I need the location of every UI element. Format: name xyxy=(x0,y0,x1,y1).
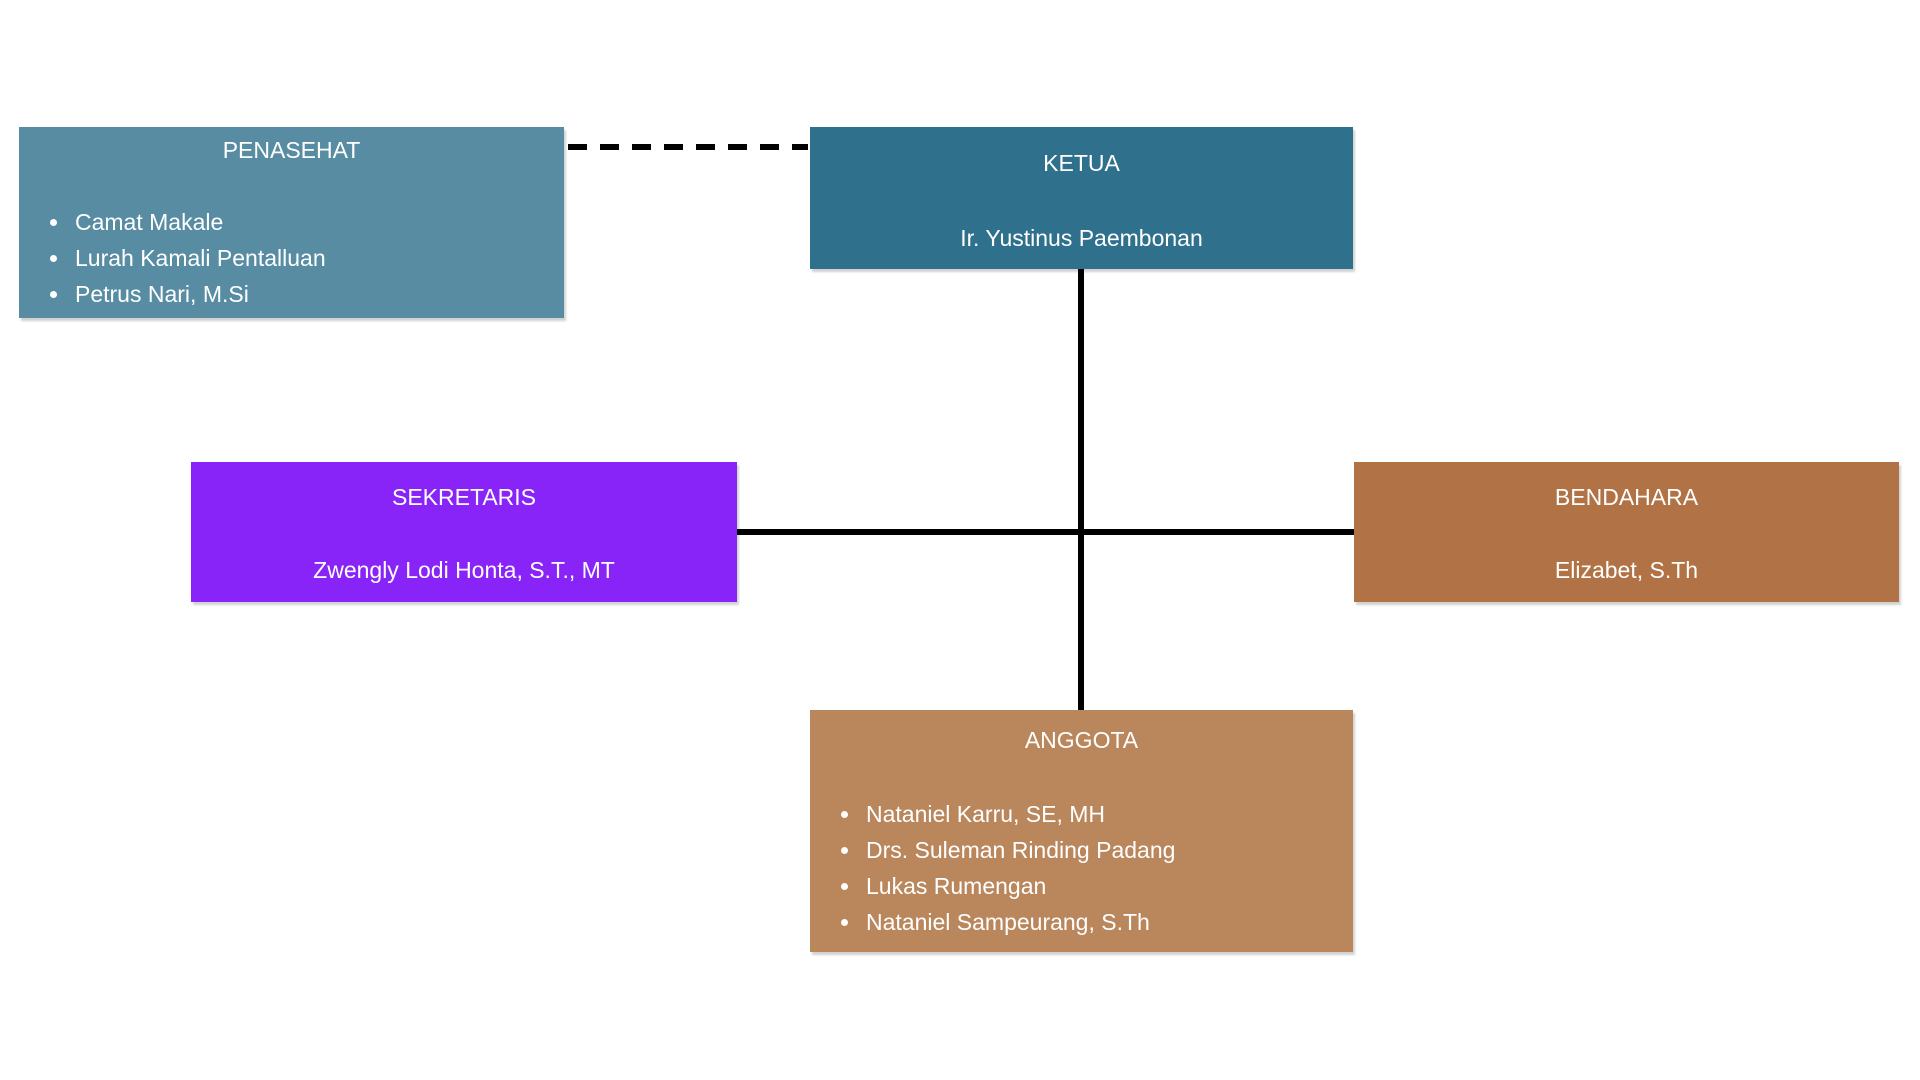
ketua-title: KETUA xyxy=(1043,150,1120,176)
member-item: Petrus Nari, M.Si xyxy=(71,276,564,312)
anggota-title: ANGGOTA xyxy=(1024,727,1139,753)
member-item: Lukas Rumengan xyxy=(862,868,1353,904)
sekretaris-title: SEKRETARIS xyxy=(392,484,536,510)
penasehat-title: PENASEHAT xyxy=(222,137,361,163)
member-item: Lurah Kamali Pentalluan xyxy=(71,240,564,276)
node-penasehat: PENASEHAT Camat Makale Lurah Kamali Pent… xyxy=(19,127,564,318)
member-item: Camat Makale xyxy=(71,204,564,240)
node-bendahara: BENDAHARA Elizabet, S.Th xyxy=(1354,462,1899,602)
member-item: Drs. Suleman Rinding Padang xyxy=(862,832,1353,868)
node-ketua: KETUA Ir. Yustinus Paembonan xyxy=(810,127,1353,269)
member-item: Nataniel Karru, SE, MH xyxy=(862,796,1353,832)
ketua-name: Ir. Yustinus Paembonan xyxy=(960,225,1203,251)
bendahara-name: Elizabet, S.Th xyxy=(1554,557,1699,583)
anggota-member-list: Nataniel Karru, SE, MH Drs. Suleman Rind… xyxy=(810,796,1353,940)
member-item: Nataniel Sampeurang, S.Th xyxy=(862,904,1353,940)
penasehat-member-list: Camat Makale Lurah Kamali Pentalluan Pet… xyxy=(19,204,564,312)
node-sekretaris: SEKRETARIS Zwengly Lodi Honta, S.T., MT xyxy=(191,462,737,602)
bendahara-title: BENDAHARA xyxy=(1554,484,1699,510)
node-anggota: ANGGOTA Nataniel Karru, SE, MH Drs. Sule… xyxy=(810,710,1353,952)
sekretaris-name: Zwengly Lodi Honta, S.T., MT xyxy=(313,557,615,583)
